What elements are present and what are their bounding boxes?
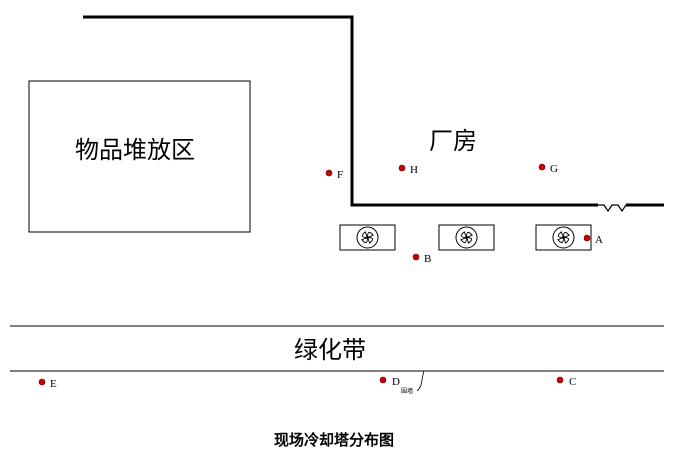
diagram-caption: 现场冷却塔分布图: [274, 431, 394, 449]
point-a: A: [583, 234, 603, 246]
cooling-towers: [339, 224, 592, 251]
point-marker: [325, 169, 333, 177]
storage-area-box: [28, 80, 251, 233]
cooling-tower: [535, 224, 592, 251]
point-h: H: [398, 164, 418, 176]
point-label: D: [392, 376, 400, 388]
point-label: F: [337, 169, 343, 181]
point-g: G: [538, 163, 558, 175]
fan-hub: [562, 236, 565, 239]
cooling-tower: [438, 224, 495, 251]
fan-icon: [552, 226, 575, 249]
point-label: A: [595, 234, 603, 246]
point-marker: [379, 376, 387, 384]
point-b: B: [412, 253, 431, 265]
fan-blade: [460, 236, 467, 244]
point-f: F: [325, 169, 343, 181]
fan-blade: [563, 231, 570, 239]
fan-blade: [557, 236, 564, 244]
fan-icon: [356, 226, 379, 249]
fan-blade: [466, 231, 473, 239]
fan-blade: [465, 237, 473, 244]
factory-label: 厂房: [429, 127, 477, 155]
point-label: H: [410, 164, 418, 176]
green-belt-label: 绿化带: [294, 336, 366, 364]
fan-blade: [366, 237, 374, 244]
fan-blade: [562, 237, 570, 244]
fan-blade: [367, 231, 374, 239]
fan-icon: [455, 226, 478, 249]
point-marker: [398, 164, 406, 172]
point-marker: [538, 163, 546, 171]
fan-blade: [361, 236, 368, 244]
point-label: C: [569, 376, 576, 388]
point-e: E: [38, 378, 57, 390]
factory-wall: [83, 15, 598, 207]
fan-blade: [460, 231, 468, 238]
storage-area-label: 物品堆放区: [75, 136, 195, 164]
measurement-points: A B C D E F G H: [38, 163, 603, 390]
fan-hub: [366, 236, 369, 239]
point-label: B: [424, 253, 431, 265]
point-c: C: [556, 376, 576, 388]
fence-label: 围墙: [401, 387, 413, 395]
fence-leader-line: [416, 370, 425, 392]
door-icon: [598, 204, 627, 213]
cooling-tower: [339, 224, 396, 251]
point-d: D: [379, 376, 400, 388]
point-label: E: [50, 378, 57, 390]
point-marker: [38, 378, 46, 386]
point-marker: [583, 234, 591, 242]
point-marker: [412, 253, 420, 261]
fan-blade: [557, 231, 565, 238]
point-label: G: [550, 163, 558, 175]
fan-hub: [465, 236, 468, 239]
fan-blade: [361, 231, 369, 238]
point-marker: [556, 376, 564, 384]
